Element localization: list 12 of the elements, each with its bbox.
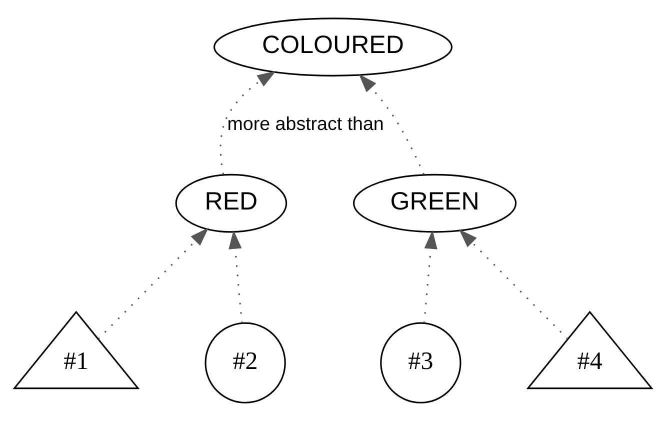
node-circle: #3 bbox=[380, 322, 462, 403]
node-circle: #2 bbox=[204, 322, 286, 403]
arrow bbox=[228, 230, 243, 323]
node-ellipse: COLOURED bbox=[213, 17, 453, 76]
node-ellipse: GREEN bbox=[352, 173, 517, 232]
arrow bbox=[458, 228, 568, 339]
edge-label: more abstract than bbox=[227, 112, 384, 134]
arrow bbox=[358, 73, 425, 174]
arrow bbox=[98, 227, 209, 339]
arrow bbox=[220, 70, 276, 174]
node-ellipse: RED bbox=[175, 173, 288, 232]
arrow bbox=[423, 230, 438, 323]
